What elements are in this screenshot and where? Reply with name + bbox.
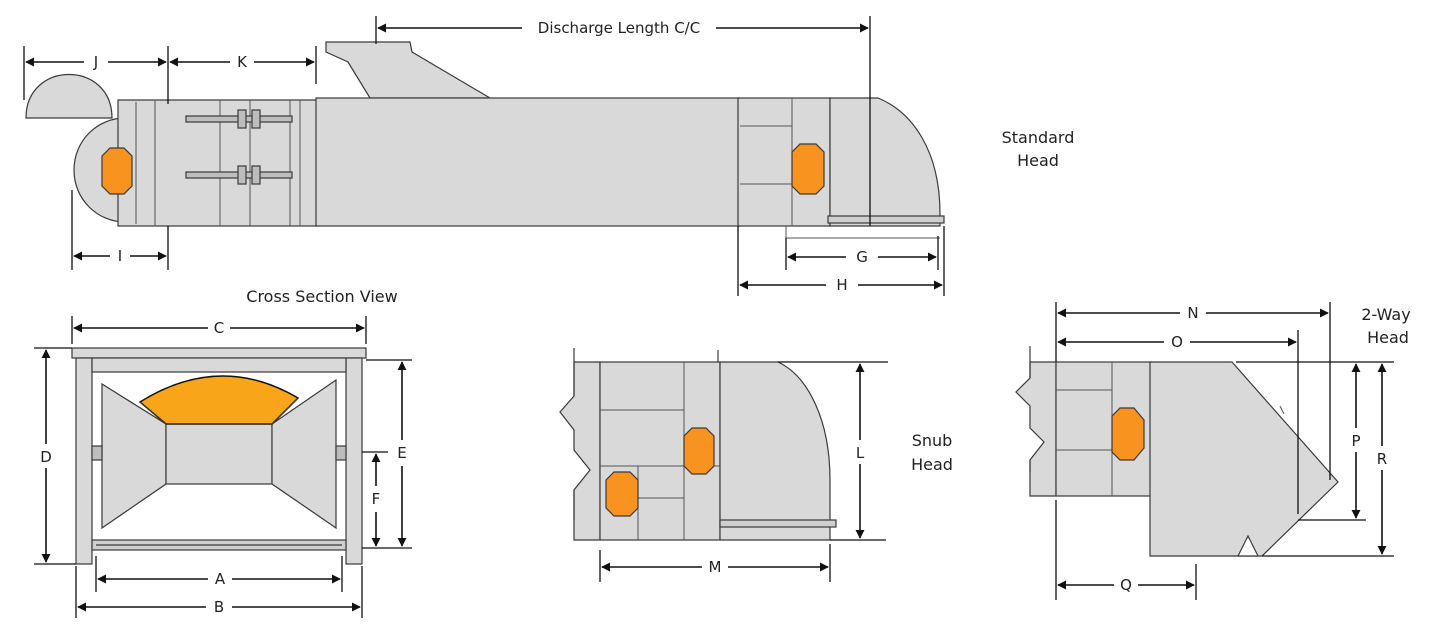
cross-section-view xyxy=(71,347,367,565)
cross-section-title: Cross Section View xyxy=(246,287,397,306)
head-hood xyxy=(829,97,941,227)
idler-roller-center xyxy=(165,423,273,485)
two-way-head-dimensions: N O P R Q xyxy=(1055,302,1394,600)
dim-label-p: P xyxy=(1351,432,1360,450)
dim-label-r: R xyxy=(1377,450,1387,468)
standard-head-title-line2: Head xyxy=(1017,151,1059,170)
discharge-lip xyxy=(827,215,945,224)
dim-label-j: J xyxy=(93,53,98,71)
snub-discharge-lip xyxy=(719,519,837,528)
dim-label-f: F xyxy=(372,490,381,508)
tail-roller xyxy=(101,147,133,195)
snub-head-roller xyxy=(683,427,715,475)
snub-roller xyxy=(605,471,639,517)
standard-head-title-line1: Standard xyxy=(1002,128,1075,147)
dim-label-h: H xyxy=(836,276,847,294)
tail-hood xyxy=(25,74,113,119)
dim-label-a: A xyxy=(215,570,226,588)
two-way-head-roller xyxy=(1111,407,1145,461)
cross-section-frame-left xyxy=(75,357,93,565)
cross-section-dimensions: C D E F A B xyxy=(34,316,412,618)
dim-label-i: I xyxy=(118,247,122,265)
cross-section-frame-right xyxy=(345,357,363,565)
trough-body xyxy=(315,97,741,227)
two-way-break-section xyxy=(1015,361,1057,497)
dim-label-c: C xyxy=(214,319,224,337)
dim-label-d: D xyxy=(40,448,52,466)
snub-head-view xyxy=(559,348,837,541)
snub-head-title-line2: Head xyxy=(911,455,953,474)
dim-label-l: L xyxy=(856,444,865,462)
snub-head-dimensions: L M xyxy=(599,361,888,582)
snub-hood xyxy=(719,361,831,541)
dim-label-o: O xyxy=(1171,333,1183,351)
two-way-head-view xyxy=(1015,346,1339,557)
cross-section-top-cover xyxy=(71,347,367,359)
two-way-head-title-line1: 2-Way xyxy=(1361,305,1410,324)
dim-label-b: B xyxy=(214,598,224,616)
head-roller xyxy=(791,143,825,195)
snub-head-title-line1: Snub xyxy=(912,431,953,450)
dim-label-n: N xyxy=(1187,304,1198,322)
standard-head-view xyxy=(25,41,945,239)
conveyed-material xyxy=(138,375,300,425)
dim-label-q: Q xyxy=(1120,576,1132,594)
snub-break-section xyxy=(559,361,601,541)
dim-label-discharge-length: Discharge Length C/C xyxy=(538,19,700,37)
dim-label-m: M xyxy=(709,558,722,576)
dim-label-e: E xyxy=(397,444,406,462)
inlet-chute xyxy=(325,41,493,99)
idler-roller-right xyxy=(271,378,337,530)
two-way-hood xyxy=(1149,361,1339,557)
two-way-head-title-line2: Head xyxy=(1367,328,1409,347)
dim-label-k: K xyxy=(237,53,248,71)
dim-label-g: G xyxy=(856,248,868,266)
standard-head-dimensions: Discharge Length C/C J K I G H xyxy=(23,16,945,296)
